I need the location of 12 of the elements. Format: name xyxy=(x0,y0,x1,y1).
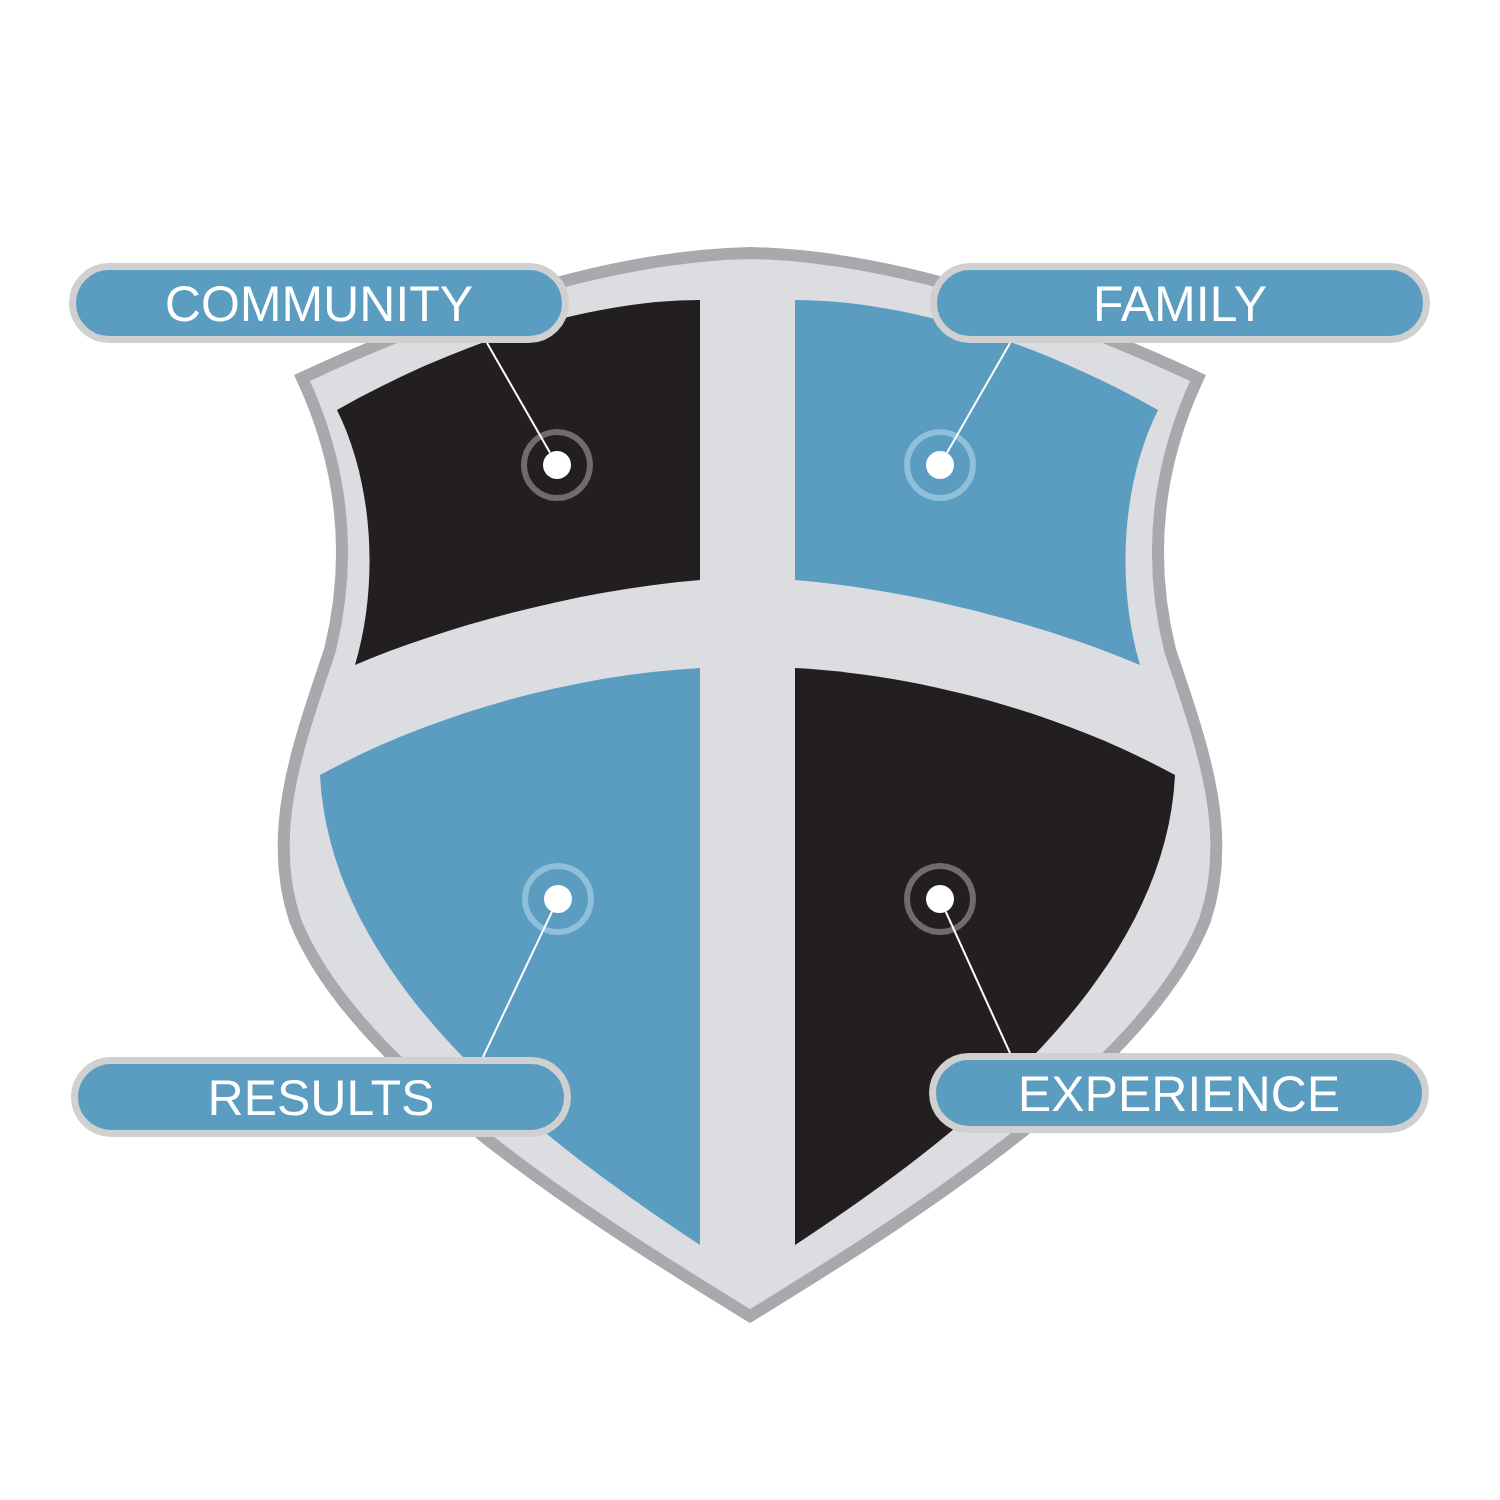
target-marker xyxy=(904,429,976,501)
leader-line xyxy=(945,342,1011,454)
target-marker xyxy=(522,863,594,935)
leader-line xyxy=(482,910,553,1058)
label-pill: COMMUNITY xyxy=(69,263,569,343)
target-marker xyxy=(521,429,593,501)
target-marker xyxy=(904,863,976,935)
label-pill: FAMILY xyxy=(930,263,1430,343)
label-pill: RESULTS xyxy=(71,1057,571,1137)
label-pill: EXPERIENCE xyxy=(929,1053,1429,1133)
leader-line xyxy=(486,342,552,454)
leader-line xyxy=(944,910,1011,1054)
